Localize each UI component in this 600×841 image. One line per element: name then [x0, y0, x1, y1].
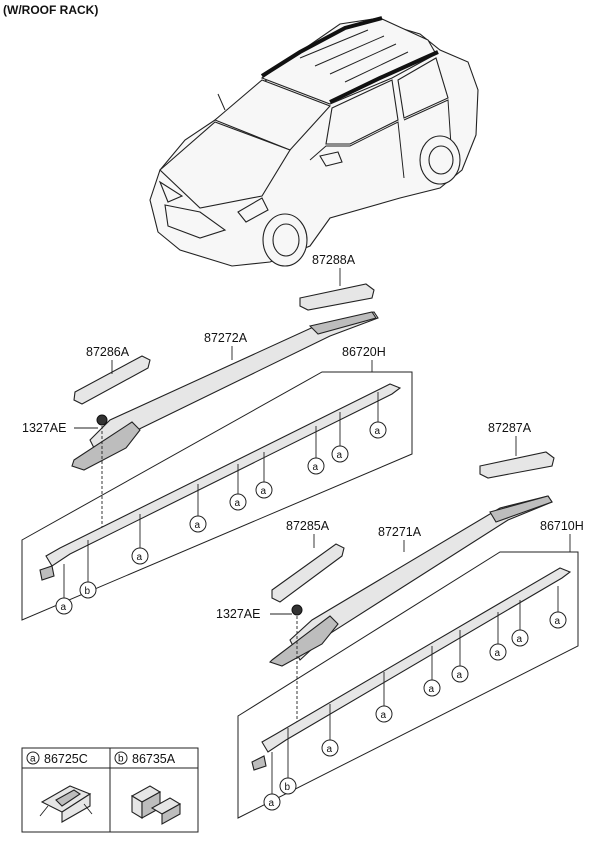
- legend-part-86735A: 86735A: [132, 752, 176, 766]
- clip-b-illustration: [130, 785, 182, 825]
- svg-text:a: a: [381, 710, 387, 721]
- svg-text:a: a: [61, 602, 67, 613]
- label-87286A: 87286A: [86, 345, 130, 359]
- legend-letter-a: a: [30, 754, 36, 765]
- front-cover-87285A: [271, 543, 345, 603]
- svg-text:a: a: [429, 684, 435, 695]
- svg-text:a: a: [235, 498, 241, 509]
- lower-rack-group: 87287A 87285A 87271A 1327AE 86710H a a: [216, 421, 584, 819]
- svg-text:a: a: [555, 616, 561, 627]
- label-86720H: 86720H: [342, 345, 386, 359]
- label-87271A: 87271A: [378, 525, 422, 539]
- legend-part-86725C: 86725C: [44, 752, 88, 766]
- front-cover-87286A: [73, 355, 151, 405]
- legend-table: a b 86725C 86735A: [21, 747, 199, 833]
- vehicle-illustration: [149, 16, 479, 267]
- label-87287A: 87287A: [488, 421, 532, 435]
- moulding-strip-lower: [261, 567, 572, 753]
- svg-text:a: a: [137, 552, 143, 563]
- assembly-frame-upper: [21, 371, 413, 621]
- svg-text:a: a: [375, 426, 381, 437]
- moulding-strip-upper: [45, 383, 402, 567]
- svg-text:a: a: [261, 486, 267, 497]
- label-86710H: 86710H: [540, 519, 584, 533]
- label-1327AE-lower: 1327AE: [216, 607, 260, 621]
- label-1327AE-upper: 1327AE: [22, 421, 66, 435]
- svg-text:a: a: [269, 798, 275, 809]
- upper-rack-group: 87288A 87286A 87272A 1327AE 86720H a a: [21, 253, 413, 621]
- assembly-frame-lower: [237, 551, 579, 819]
- svg-text:a: a: [195, 520, 201, 531]
- legend-letter-b: b: [118, 754, 124, 765]
- label-87288A: 87288A: [312, 253, 356, 267]
- label-87285A: 87285A: [286, 519, 330, 533]
- svg-text:a: a: [495, 648, 501, 659]
- label-87272A: 87272A: [204, 331, 248, 345]
- rear-cover-87288A: [299, 283, 375, 311]
- svg-text:a: a: [327, 744, 333, 755]
- clip-a-illustration: [39, 785, 93, 823]
- svg-text:a: a: [337, 450, 343, 461]
- callouts-upper: a a a a a a a b a: [55, 392, 387, 615]
- callouts-lower: a a a a a a a b a: [263, 586, 567, 811]
- svg-text:a: a: [517, 634, 523, 645]
- svg-text:b: b: [85, 586, 91, 597]
- clip-1327AE-lower: [291, 604, 303, 616]
- diagram-title: (W/ROOF RACK): [3, 3, 98, 17]
- svg-text:b: b: [285, 782, 291, 793]
- rear-cover-87287A: [479, 451, 555, 479]
- clip-1327AE-upper: [96, 414, 108, 426]
- svg-text:a: a: [457, 670, 463, 681]
- svg-text:a: a: [313, 462, 319, 473]
